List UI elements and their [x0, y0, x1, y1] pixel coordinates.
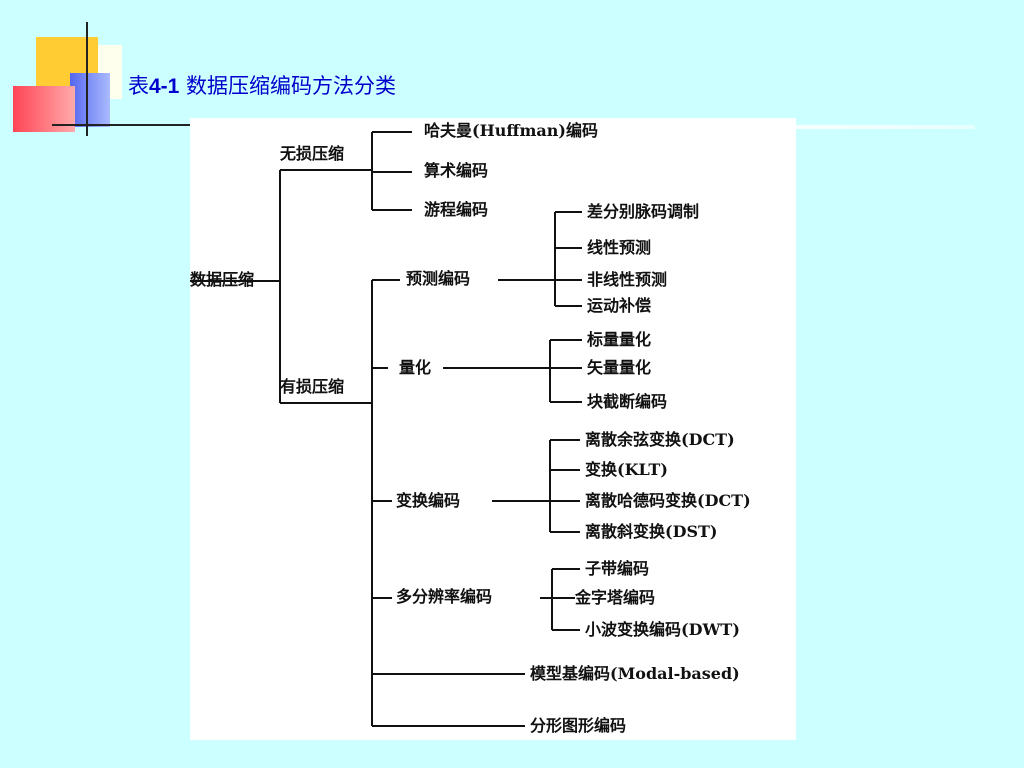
slide-title: 表4-1 数据压缩编码方法分类 [128, 70, 396, 100]
classification-diagram: 数据压缩 无损压缩 哈夫曼(Huffman)编码 算术编码 游程编码 有损压缩 … [190, 118, 796, 740]
predictive-item-3: 非线性预测 [587, 270, 668, 289]
transform-item-2: 变换(KLT) [585, 460, 668, 479]
decor-vertical-line [86, 22, 88, 136]
lossless-node: 无损压缩 [280, 144, 345, 163]
predictive-item-4: 运动补偿 [587, 296, 652, 315]
title-text: 数据压缩编码方法分类 [179, 74, 397, 98]
title-number: 4-1 [149, 75, 180, 98]
decor-horizontal-line [52, 124, 190, 126]
quantization-node: 量化 [399, 358, 432, 377]
title-prefix: 表 [128, 74, 149, 98]
model-based-node: 模型基编码(Modal-based) [530, 664, 740, 683]
tree-connectors [190, 131, 582, 727]
quantization-item-1: 标量量化 [587, 330, 652, 349]
fractal-node: 分形图形编码 [530, 716, 627, 735]
lossless-item-runlength: 游程编码 [424, 200, 489, 219]
transform-item-1: 离散余弦变换(DCT) [585, 430, 735, 449]
lossless-item-huffman: 哈夫曼(Huffman)编码 [424, 121, 598, 140]
predictive-item-2: 线性预测 [587, 238, 652, 257]
predictive-item-1: 差分别脉码调制 [587, 202, 700, 221]
root-node: 数据压缩 [190, 270, 255, 289]
multiresolution-item-2: 金字塔编码 [575, 588, 656, 607]
decor-blue-square [70, 73, 110, 127]
multiresolution-item-1: 子带编码 [585, 559, 650, 578]
lossless-item-arithmetic: 算术编码 [424, 161, 489, 180]
multiresolution-item-3: 小波变换编码(DWT) [585, 620, 740, 639]
transform-item-3: 离散哈德码变换(DCT) [585, 491, 751, 510]
transform-item-4: 离散斜变换(DST) [585, 522, 718, 541]
quantization-item-3: 块截断编码 [587, 392, 668, 411]
transform-node: 变换编码 [396, 491, 461, 510]
quantization-item-2: 矢量量化 [587, 358, 652, 377]
multiresolution-node: 多分辨率编码 [396, 587, 493, 606]
lossy-node: 有损压缩 [280, 377, 345, 396]
predictive-node: 预测编码 [406, 269, 471, 288]
